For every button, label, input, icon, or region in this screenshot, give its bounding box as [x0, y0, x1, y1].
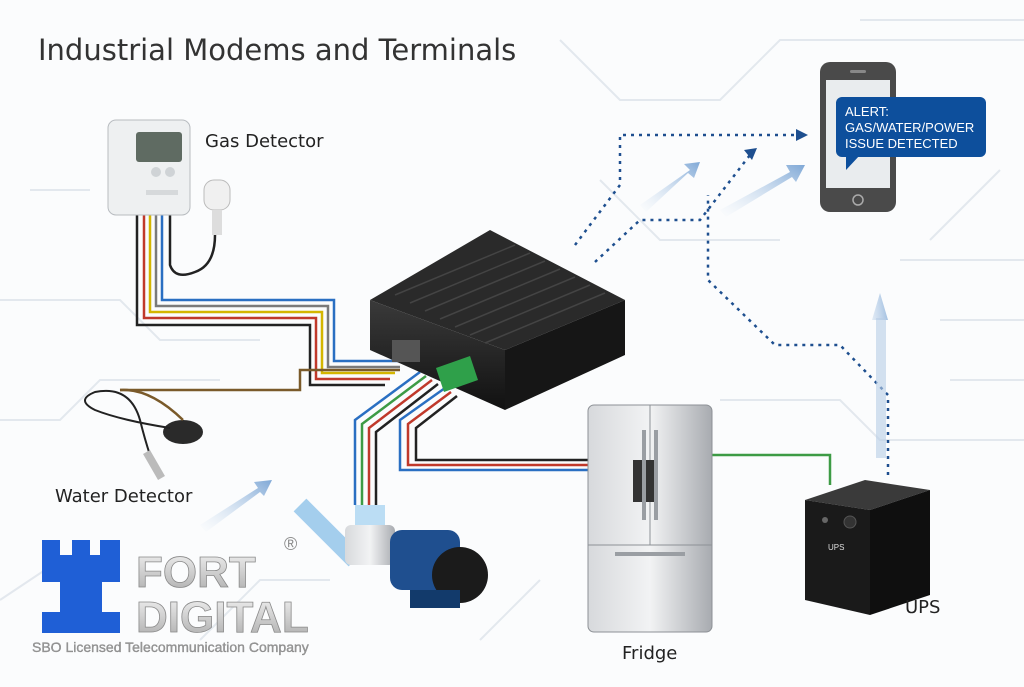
modem-to-devices-wires	[353, 370, 832, 505]
gas-detector-wires	[120, 215, 405, 392]
circuit-background	[0, 19, 1024, 641]
page-title: Industrial Modems and Terminals	[38, 33, 516, 67]
water-detector-label: Water Detector	[55, 486, 193, 507]
fort-digital-logo: FORT DIGITAL ® SBO Licensed Telecommunic…	[32, 534, 309, 655]
industrial-modem	[370, 230, 625, 410]
fridge-label: Fridge	[622, 643, 677, 664]
alert-line-2: GAS/WATER/POWER	[845, 120, 974, 135]
alert-line-3: ISSUE DETECTED	[845, 136, 958, 151]
gas-detector-label: Gas Detector	[205, 131, 324, 152]
logo-digital: DIGITAL	[136, 593, 309, 642]
fridge	[587, 404, 713, 633]
logo-registered: ®	[284, 534, 297, 554]
logo-fort: FORT	[136, 548, 256, 597]
alert-bubble: ALERT: GAS/WATER/POWER ISSUE DETECTED	[836, 97, 986, 170]
link-to-phone-mid	[594, 154, 751, 263]
water-pump	[293, 498, 488, 608]
gas-detector	[107, 119, 231, 235]
serial-port	[392, 340, 420, 362]
tower-icon	[42, 540, 120, 633]
link-ups-to-phone	[706, 195, 890, 475]
arrow-heads	[744, 129, 808, 160]
wireless-links	[574, 133, 890, 475]
water-detector	[84, 388, 203, 480]
terminal-block	[436, 356, 478, 392]
alert-line-1: ALERT:	[845, 104, 889, 119]
logo-tagline: SBO Licensed Telecommunication Company	[32, 639, 309, 655]
ups-device: UPS	[805, 480, 930, 615]
ups-label: UPS	[905, 597, 940, 618]
ups-marking: UPS	[828, 543, 844, 552]
flow-arrows	[200, 162, 888, 532]
